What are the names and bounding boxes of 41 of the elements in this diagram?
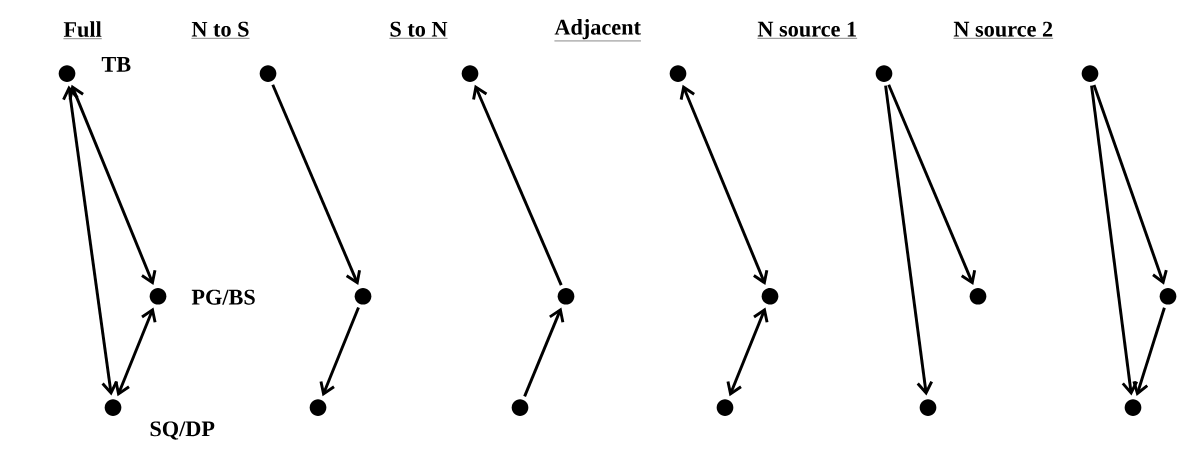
dot — [716, 399, 734, 417]
panel-title: Adjacent — [554, 19, 642, 42]
dot — [58, 65, 76, 83]
arrow — [1132, 307, 1166, 397]
dot — [259, 65, 277, 83]
dot — [557, 288, 575, 305]
node-label: SQ/DP — [150, 421, 215, 440]
arrow — [887, 84, 977, 286]
dot — [761, 288, 779, 305]
dot — [354, 288, 372, 305]
arrow — [472, 84, 563, 286]
arrow — [726, 307, 769, 397]
arrow — [523, 307, 565, 398]
arrow — [1090, 85, 1139, 396]
dot — [875, 65, 893, 83]
node-label: PG/BS — [191, 289, 255, 305]
node-label: TB — [101, 57, 131, 72]
dot — [1081, 65, 1099, 83]
panel-title: N source 2 — [953, 21, 1054, 39]
dot — [969, 288, 987, 305]
dot — [104, 399, 122, 417]
dot — [149, 288, 167, 305]
dot — [1159, 288, 1177, 305]
arrow — [679, 84, 769, 286]
dot — [1124, 399, 1142, 417]
dot — [511, 399, 529, 417]
panel-title: N to S — [191, 21, 250, 39]
arrow — [271, 84, 361, 286]
arrow — [62, 85, 118, 396]
arrow — [114, 307, 157, 397]
panel-title: S to N — [389, 21, 448, 39]
dot — [919, 399, 937, 417]
arrow — [68, 84, 157, 286]
arrow — [1092, 84, 1168, 285]
arrow — [319, 307, 360, 397]
dot — [309, 399, 327, 417]
panel-title: Full — [63, 21, 102, 40]
dot — [669, 65, 687, 83]
panel-title: N source 1 — [757, 21, 858, 39]
arrow — [884, 85, 933, 396]
dot — [461, 65, 479, 83]
